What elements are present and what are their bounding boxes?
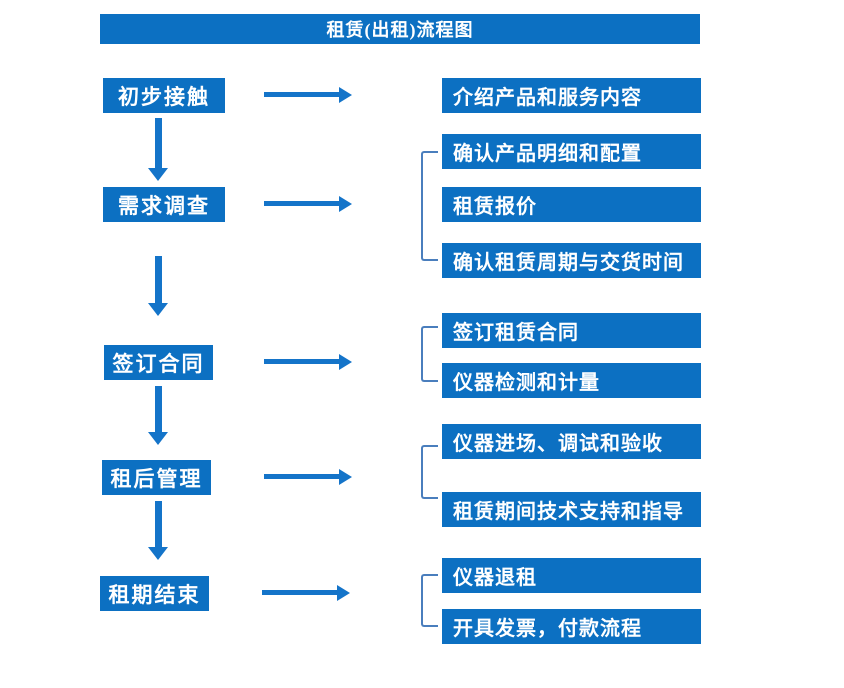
right-arrow	[264, 87, 352, 103]
arrow-head	[148, 303, 168, 316]
arrow-shaft	[154, 501, 162, 547]
down-arrow	[148, 386, 168, 445]
group-bracket	[421, 326, 438, 382]
down-arrow	[148, 501, 168, 560]
detail-box-instrument-return: 仪器退租	[442, 558, 701, 593]
group-bracket	[421, 574, 438, 627]
arrow-head	[339, 354, 352, 370]
detail-box-confirm-product-config: 确认产品明细和配置	[442, 134, 701, 169]
arrow-head	[148, 168, 168, 181]
stage-box-rental-end: 租期结束	[100, 576, 209, 611]
arrow-head	[339, 87, 352, 103]
arrow-head	[337, 585, 350, 601]
right-arrow	[264, 196, 352, 212]
arrow-head	[148, 432, 168, 445]
arrow-head	[339, 196, 352, 212]
arrow-head	[339, 469, 352, 485]
page-title: 租赁(出租)流程图	[100, 14, 700, 44]
arrow-shaft	[154, 118, 162, 168]
detail-box-rental-quotation: 租赁报价	[442, 187, 701, 222]
arrow-shaft	[264, 201, 340, 206]
stage-box-demand-survey: 需求调查	[103, 187, 225, 222]
detail-box-invoice-payment: 开具发票，付款流程	[442, 609, 701, 644]
right-arrow	[264, 354, 352, 370]
stage-box-sign-contract: 签订合同	[104, 345, 213, 380]
group-bracket	[421, 151, 438, 261]
stage-box-initial-contact: 初步接触	[103, 78, 225, 113]
right-arrow	[264, 469, 352, 485]
arrow-shaft	[154, 386, 162, 432]
down-arrow	[148, 118, 168, 181]
detail-box-sign-rental-contract: 签订租赁合同	[442, 313, 701, 348]
detail-box-introduce-products: 介绍产品和服务内容	[442, 78, 701, 113]
right-arrow	[262, 585, 350, 601]
detail-box-instrument-entry-acceptance: 仪器进场、调试和验收	[442, 424, 701, 459]
arrow-shaft	[262, 590, 338, 595]
detail-box-confirm-period-delivery: 确认租赁周期与交货时间	[442, 243, 701, 278]
detail-box-instrument-testing: 仪器检测和计量	[442, 363, 701, 398]
down-arrow	[148, 256, 168, 316]
stage-box-post-rental-management: 租后管理	[102, 460, 211, 495]
group-bracket	[421, 445, 438, 499]
detail-box-technical-support: 租赁期间技术支持和指导	[442, 492, 701, 527]
arrow-head	[148, 547, 168, 560]
arrow-shaft	[264, 359, 340, 364]
arrow-shaft	[264, 474, 340, 479]
arrow-shaft	[154, 256, 162, 303]
arrow-shaft	[264, 92, 340, 97]
